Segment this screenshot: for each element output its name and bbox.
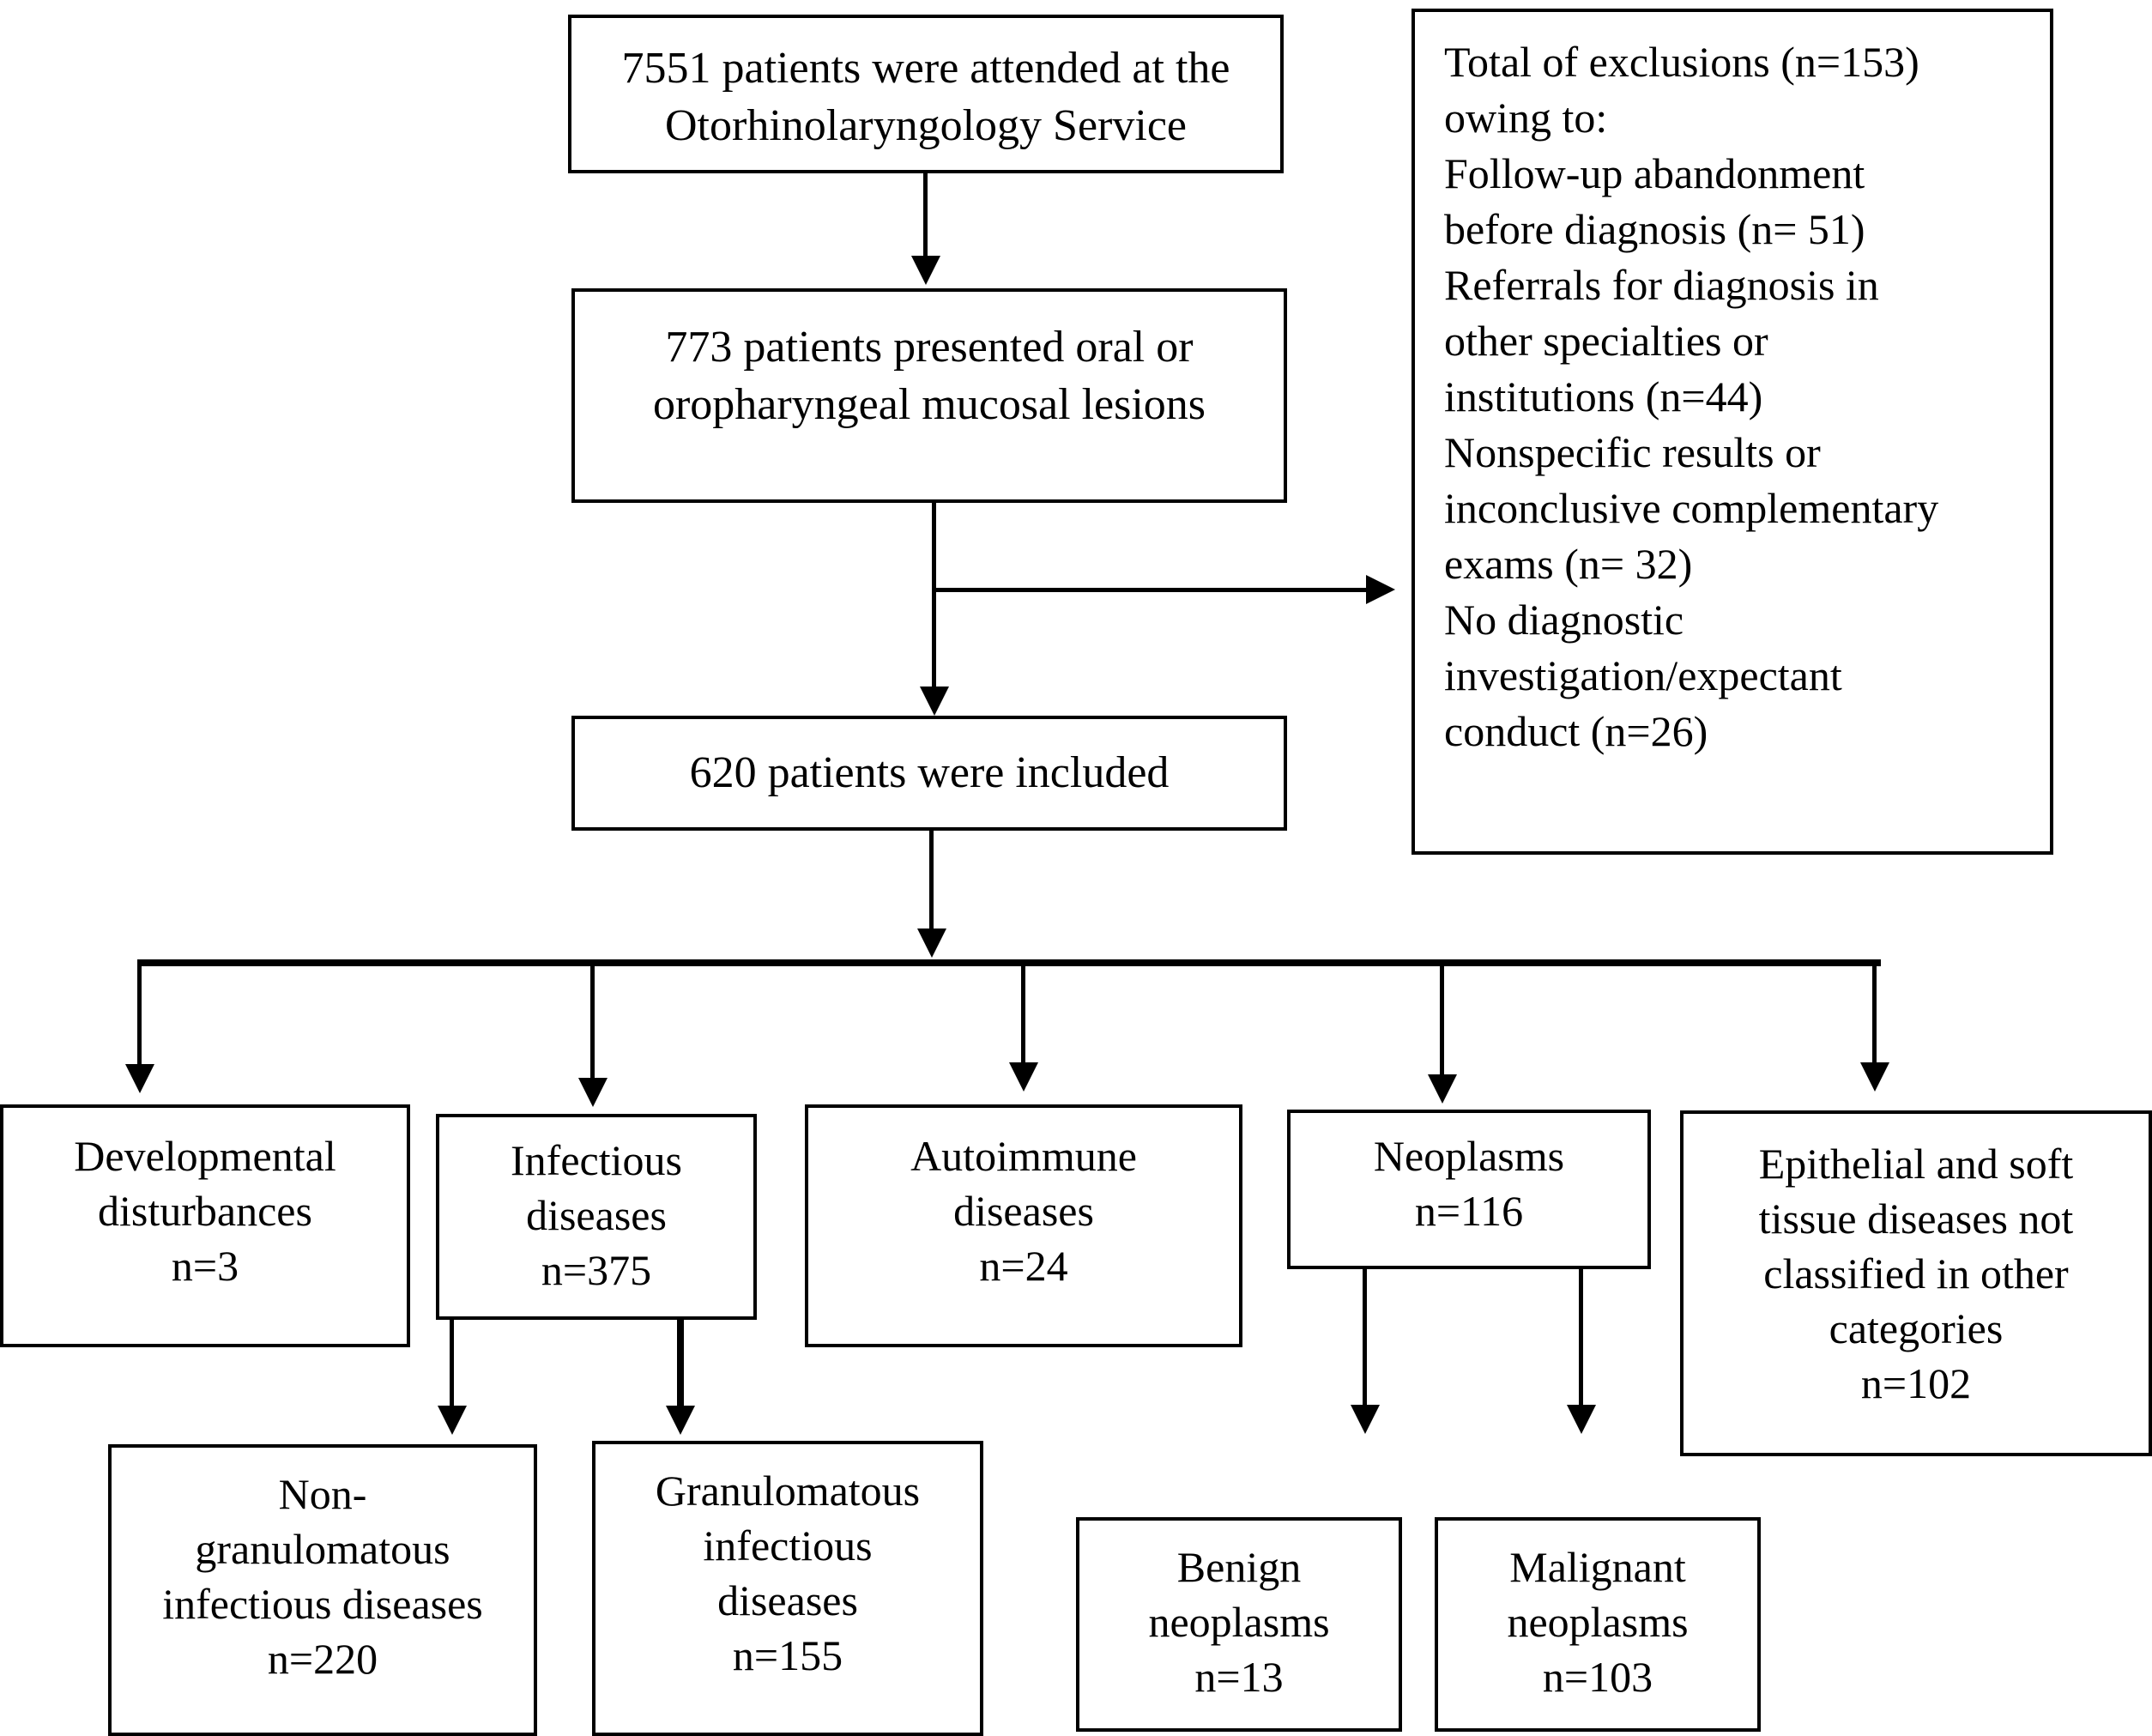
edge-neoplasms-malignant-line bbox=[1579, 1269, 1583, 1410]
fanout-distribution-bar bbox=[137, 959, 1881, 966]
node-lesions-box[interactable]: 773 patients presented oral or oropharyn… bbox=[571, 288, 1287, 503]
node-neoplasms-box[interactable]: Neoplasms n=116 bbox=[1287, 1110, 1651, 1269]
edge-infectious-granulomatous-arrowhead bbox=[666, 1406, 695, 1435]
node-developmental-line-2: disturbances bbox=[98, 1187, 312, 1235]
node-autoimmune-line-2: diseases bbox=[953, 1187, 1094, 1235]
node-nongranulomatous-count: n=220 bbox=[267, 1635, 378, 1683]
node-epithelial-line-4: categories bbox=[1829, 1304, 2004, 1352]
edge-included-infectious-arrowhead bbox=[578, 1078, 608, 1107]
edge-included-fanout-arrowhead bbox=[917, 928, 946, 958]
edge-lesions-exclusions-line bbox=[932, 588, 1369, 592]
edge-neoplasms-benign-arrowhead bbox=[1351, 1405, 1380, 1434]
node-benign-box[interactable]: Benign neoplasms n=13 bbox=[1076, 1517, 1402, 1732]
node-malignant-line-1: Malignant bbox=[1509, 1543, 1686, 1591]
node-epithelial-count: n=102 bbox=[1860, 1359, 1972, 1407]
edge-included-epithelial-arrowhead bbox=[1860, 1062, 1889, 1092]
node-autoimmune-box[interactable]: Autoimmune diseases n=24 bbox=[805, 1104, 1242, 1347]
node-granulomatous-line-2: infectious bbox=[703, 1521, 873, 1570]
edge-included-fanout-line bbox=[929, 831, 934, 935]
node-attended-box[interactable]: 7551 patients were attended at the Otorh… bbox=[568, 15, 1284, 173]
node-malignant-count: n=103 bbox=[1542, 1653, 1653, 1701]
node-epithelial-line-2: tissue diseases not bbox=[1758, 1195, 2074, 1243]
node-autoimmune-count: n=24 bbox=[979, 1242, 1068, 1290]
node-epithelial-line-1: Epithelial and soft bbox=[1758, 1140, 2074, 1188]
edge-included-neoplasms-arrowhead bbox=[1428, 1074, 1457, 1104]
node-infectious-box[interactable]: Infectious diseases n=375 bbox=[436, 1114, 757, 1320]
edge-included-infectious-line bbox=[590, 963, 595, 1083]
edge-neoplasms-malignant-arrowhead bbox=[1567, 1405, 1596, 1434]
node-neoplasms-count: n=116 bbox=[1414, 1187, 1524, 1235]
node-exclusions-box[interactable]: Total of exclusions (n=153) owing to: Fo… bbox=[1411, 9, 2053, 855]
node-exclusions-text: Total of exclusions (n=153) owing to: Fo… bbox=[1444, 38, 1939, 755]
edge-infectious-granulomatous-line bbox=[677, 1320, 684, 1411]
node-malignant-line-2: neoplasms bbox=[1507, 1598, 1689, 1646]
edge-included-neoplasms-line bbox=[1440, 963, 1444, 1080]
edge-included-developmental-arrowhead bbox=[125, 1064, 154, 1093]
node-included-box[interactable]: 620 patients were included bbox=[571, 716, 1287, 831]
node-benign-line-2: neoplasms bbox=[1148, 1598, 1330, 1646]
node-granulomatous-line-1: Granulomatous bbox=[655, 1467, 921, 1515]
edge-included-autoimmune-line bbox=[1021, 963, 1025, 1068]
node-attended-line-1: 7551 patients were attended at the bbox=[621, 44, 1230, 93]
edge-neoplasms-benign-line bbox=[1363, 1269, 1367, 1410]
node-epithelial-line-3: classified in other bbox=[1763, 1249, 2069, 1297]
node-nongranulomatous-line-1: Non- bbox=[278, 1470, 367, 1518]
node-benign-line-1: Benign bbox=[1176, 1543, 1302, 1591]
node-developmental-line-1: Developmental bbox=[74, 1132, 336, 1180]
node-nongranulomatous-line-3: infectious diseases bbox=[162, 1580, 483, 1628]
edge-included-epithelial-line bbox=[1872, 963, 1877, 1068]
node-malignant-box[interactable]: Malignant neoplasms n=103 bbox=[1435, 1517, 1761, 1732]
edge-attended-lesions-line bbox=[923, 173, 928, 261]
node-neoplasms-line-1: Neoplasms bbox=[1373, 1132, 1565, 1180]
edge-infectious-nongranulomatous-arrowhead bbox=[438, 1406, 467, 1435]
edge-lesions-included-arrowhead bbox=[920, 687, 949, 716]
node-developmental-box[interactable]: Developmental disturbances n=3 bbox=[0, 1104, 410, 1347]
edge-infectious-nongranulomatous-line bbox=[450, 1320, 454, 1411]
node-granulomatous-count: n=155 bbox=[732, 1631, 843, 1679]
node-developmental-count: n=3 bbox=[171, 1242, 239, 1290]
node-infectious-count: n=375 bbox=[541, 1246, 652, 1294]
node-granulomatous-line-3: diseases bbox=[717, 1576, 858, 1624]
node-granulomatous-box[interactable]: Granulomatous infectious diseases n=155 bbox=[592, 1441, 983, 1736]
node-included-line-1: 620 patients were included bbox=[689, 747, 1170, 797]
edge-lesions-exclusions-arrowhead bbox=[1366, 575, 1395, 604]
edge-included-developmental-line bbox=[137, 963, 142, 1069]
node-attended-line-2: Otorhinolaryngology Service bbox=[665, 100, 1187, 150]
node-epithelial-box[interactable]: Epithelial and soft tissue diseases not … bbox=[1680, 1110, 2152, 1456]
edge-attended-lesions-arrowhead bbox=[911, 256, 940, 285]
node-infectious-line-2: diseases bbox=[526, 1191, 667, 1239]
node-nongranulomatous-line-2: granulomatous bbox=[195, 1525, 450, 1573]
node-lesions-line-1: 773 patients presented oral or bbox=[665, 323, 1194, 372]
node-lesions-line-2: oropharyngeal mucosal lesions bbox=[652, 379, 1206, 429]
node-nongranulomatous-box[interactable]: Non- granulomatous infectious diseases n… bbox=[108, 1444, 537, 1736]
node-autoimmune-line-1: Autoimmune bbox=[910, 1132, 1137, 1180]
edge-lesions-included-line bbox=[932, 503, 936, 693]
node-benign-count: n=13 bbox=[1194, 1653, 1284, 1701]
node-infectious-line-1: Infectious bbox=[511, 1136, 682, 1184]
edge-included-autoimmune-arrowhead bbox=[1009, 1062, 1038, 1092]
